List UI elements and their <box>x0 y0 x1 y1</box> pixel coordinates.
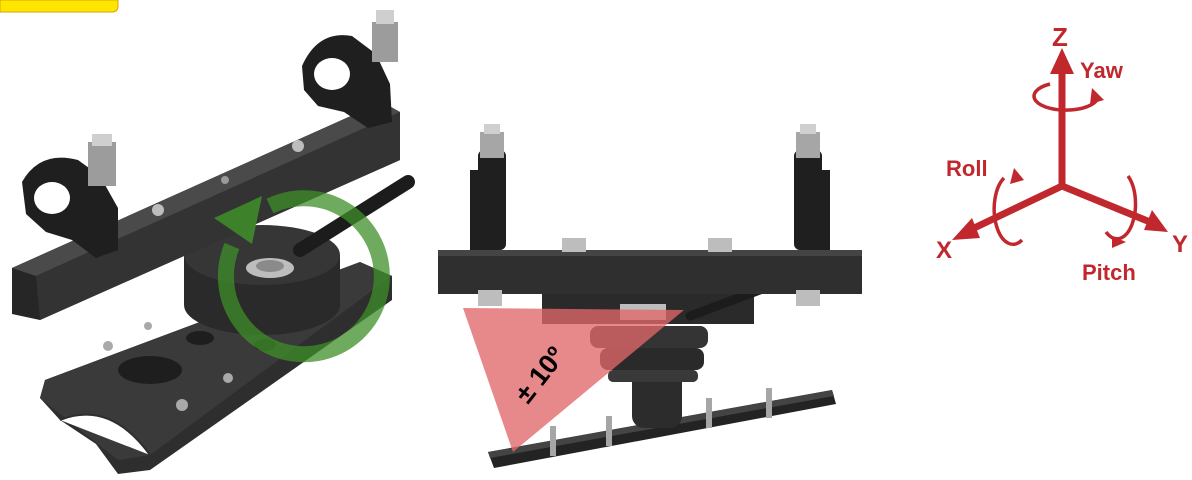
tilt-range-wedge <box>463 308 684 452</box>
rotation-arrow-icon <box>214 190 390 363</box>
yaw-label: Yaw <box>1080 58 1124 83</box>
roll-label: Roll <box>946 156 988 181</box>
y-axis-label: Y <box>1172 231 1188 258</box>
z-axis-label: Z <box>1052 22 1068 52</box>
isometric-mount <box>12 10 415 474</box>
front-right-clamp <box>794 124 830 250</box>
x-axis-label: X <box>936 237 952 264</box>
front-top-plate <box>438 238 862 306</box>
front-left-clamp <box>470 124 506 250</box>
right-clamp <box>302 10 398 129</box>
pitch-label: Pitch <box>1082 260 1136 285</box>
coordinate-axes-icon: Z Yaw Roll X Y Pitch <box>936 22 1188 285</box>
left-clamp <box>22 134 118 258</box>
front-view-mount: ± 10º <box>438 124 862 468</box>
corner-tag <box>0 0 119 13</box>
